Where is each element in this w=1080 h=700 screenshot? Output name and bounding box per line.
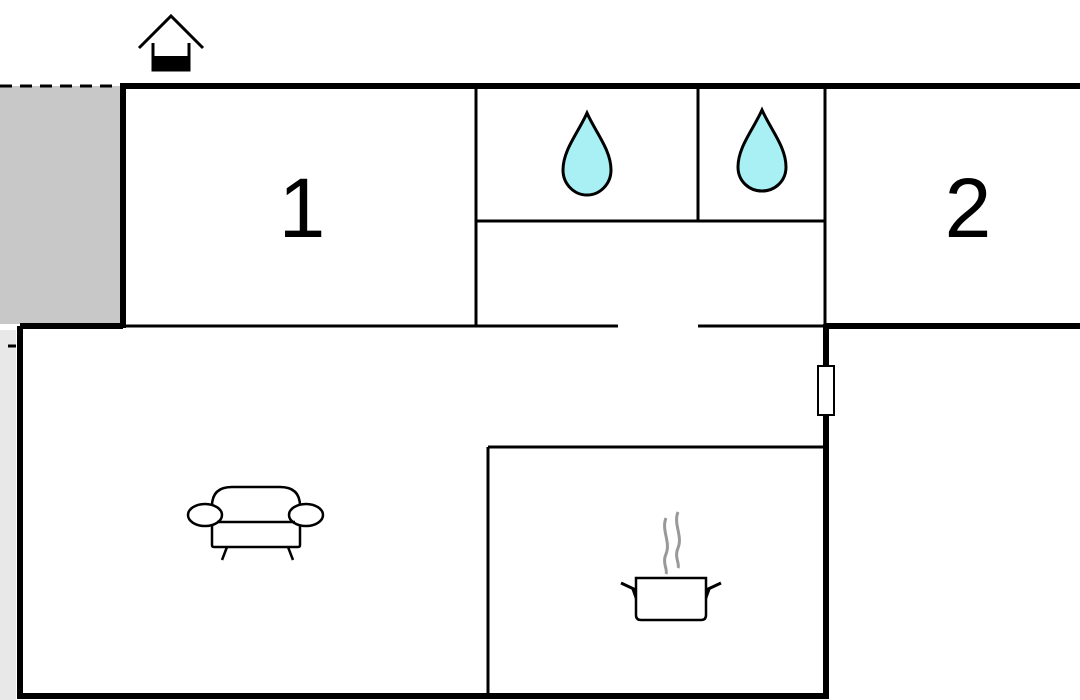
terrace-area (0, 84, 123, 324)
side-strip (0, 330, 16, 700)
room-1-label: 1 (279, 161, 326, 255)
house-entrance-icon (137, 13, 205, 72)
water-drop-icon (561, 109, 613, 197)
water-drop-icon (736, 106, 788, 193)
interior-walls (126, 88, 827, 695)
window (817, 365, 835, 416)
sofa-icon (186, 485, 325, 561)
outer-walls (17, 83, 1080, 699)
cooking-pot-icon (620, 511, 722, 622)
room-2-label: 2 (945, 161, 992, 255)
